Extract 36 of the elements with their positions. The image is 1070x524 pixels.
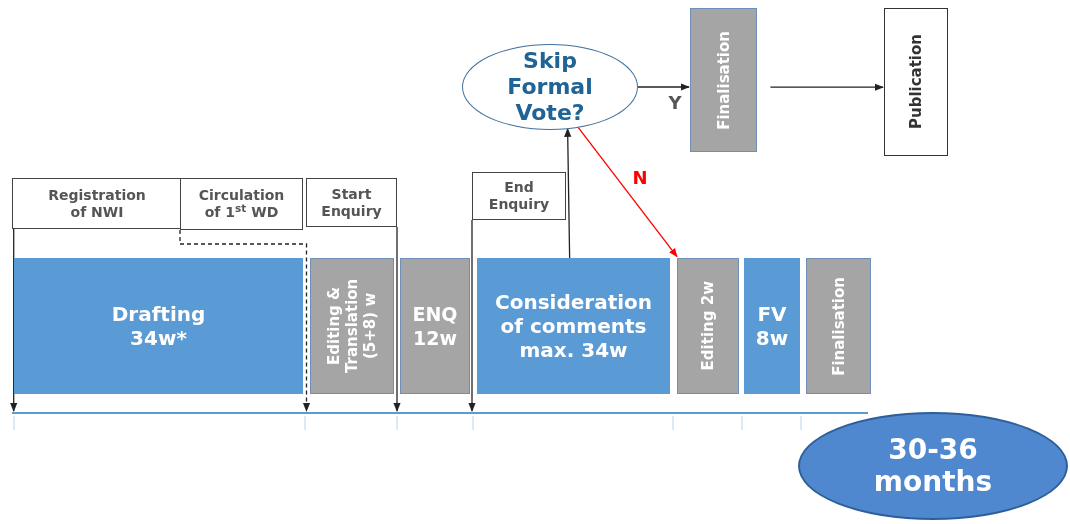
node-label: Publication xyxy=(907,33,925,132)
node-label: Skip Formal Vote? xyxy=(506,48,594,126)
phase-box xyxy=(310,258,394,394)
node-label: ENQ 12w xyxy=(411,302,459,350)
milestone-box xyxy=(472,172,566,220)
node-label: FV 8w xyxy=(754,302,790,350)
phase-box xyxy=(400,258,470,394)
node-label: Drafting 34w* xyxy=(110,302,207,350)
arrow xyxy=(393,226,401,412)
phase-box xyxy=(14,258,303,394)
arrow xyxy=(577,126,678,258)
node-label: Editing & Translation (5+8) w xyxy=(325,277,379,376)
phase-box xyxy=(477,258,670,394)
node-label: End Enquiry xyxy=(487,179,551,213)
node-label: Start Enquiry xyxy=(320,185,383,220)
stage-box xyxy=(884,8,948,156)
node-label: Editing 2w xyxy=(699,280,717,373)
node-label: Registration of NWI xyxy=(47,186,147,221)
node-label: 30-36 months xyxy=(872,434,994,498)
stage-box xyxy=(690,8,757,152)
arrow xyxy=(769,83,884,91)
arrow xyxy=(468,219,476,412)
node-label: Consideration of comments max. 34w xyxy=(493,290,654,362)
phase-box xyxy=(744,258,800,394)
node-label: Finalisation xyxy=(829,275,848,378)
arrow xyxy=(10,228,18,412)
phase-box xyxy=(806,258,871,394)
arrow xyxy=(179,229,311,412)
milestone-box xyxy=(306,178,397,227)
node-label: Circulation of 1$^{st}$ WD xyxy=(197,187,286,221)
node-label: Finalisation xyxy=(714,29,733,132)
phase-box xyxy=(677,258,739,394)
arrow xyxy=(637,83,690,91)
milestone-box xyxy=(12,178,182,229)
timeline-bar xyxy=(12,412,868,414)
milestone-box xyxy=(180,178,303,230)
